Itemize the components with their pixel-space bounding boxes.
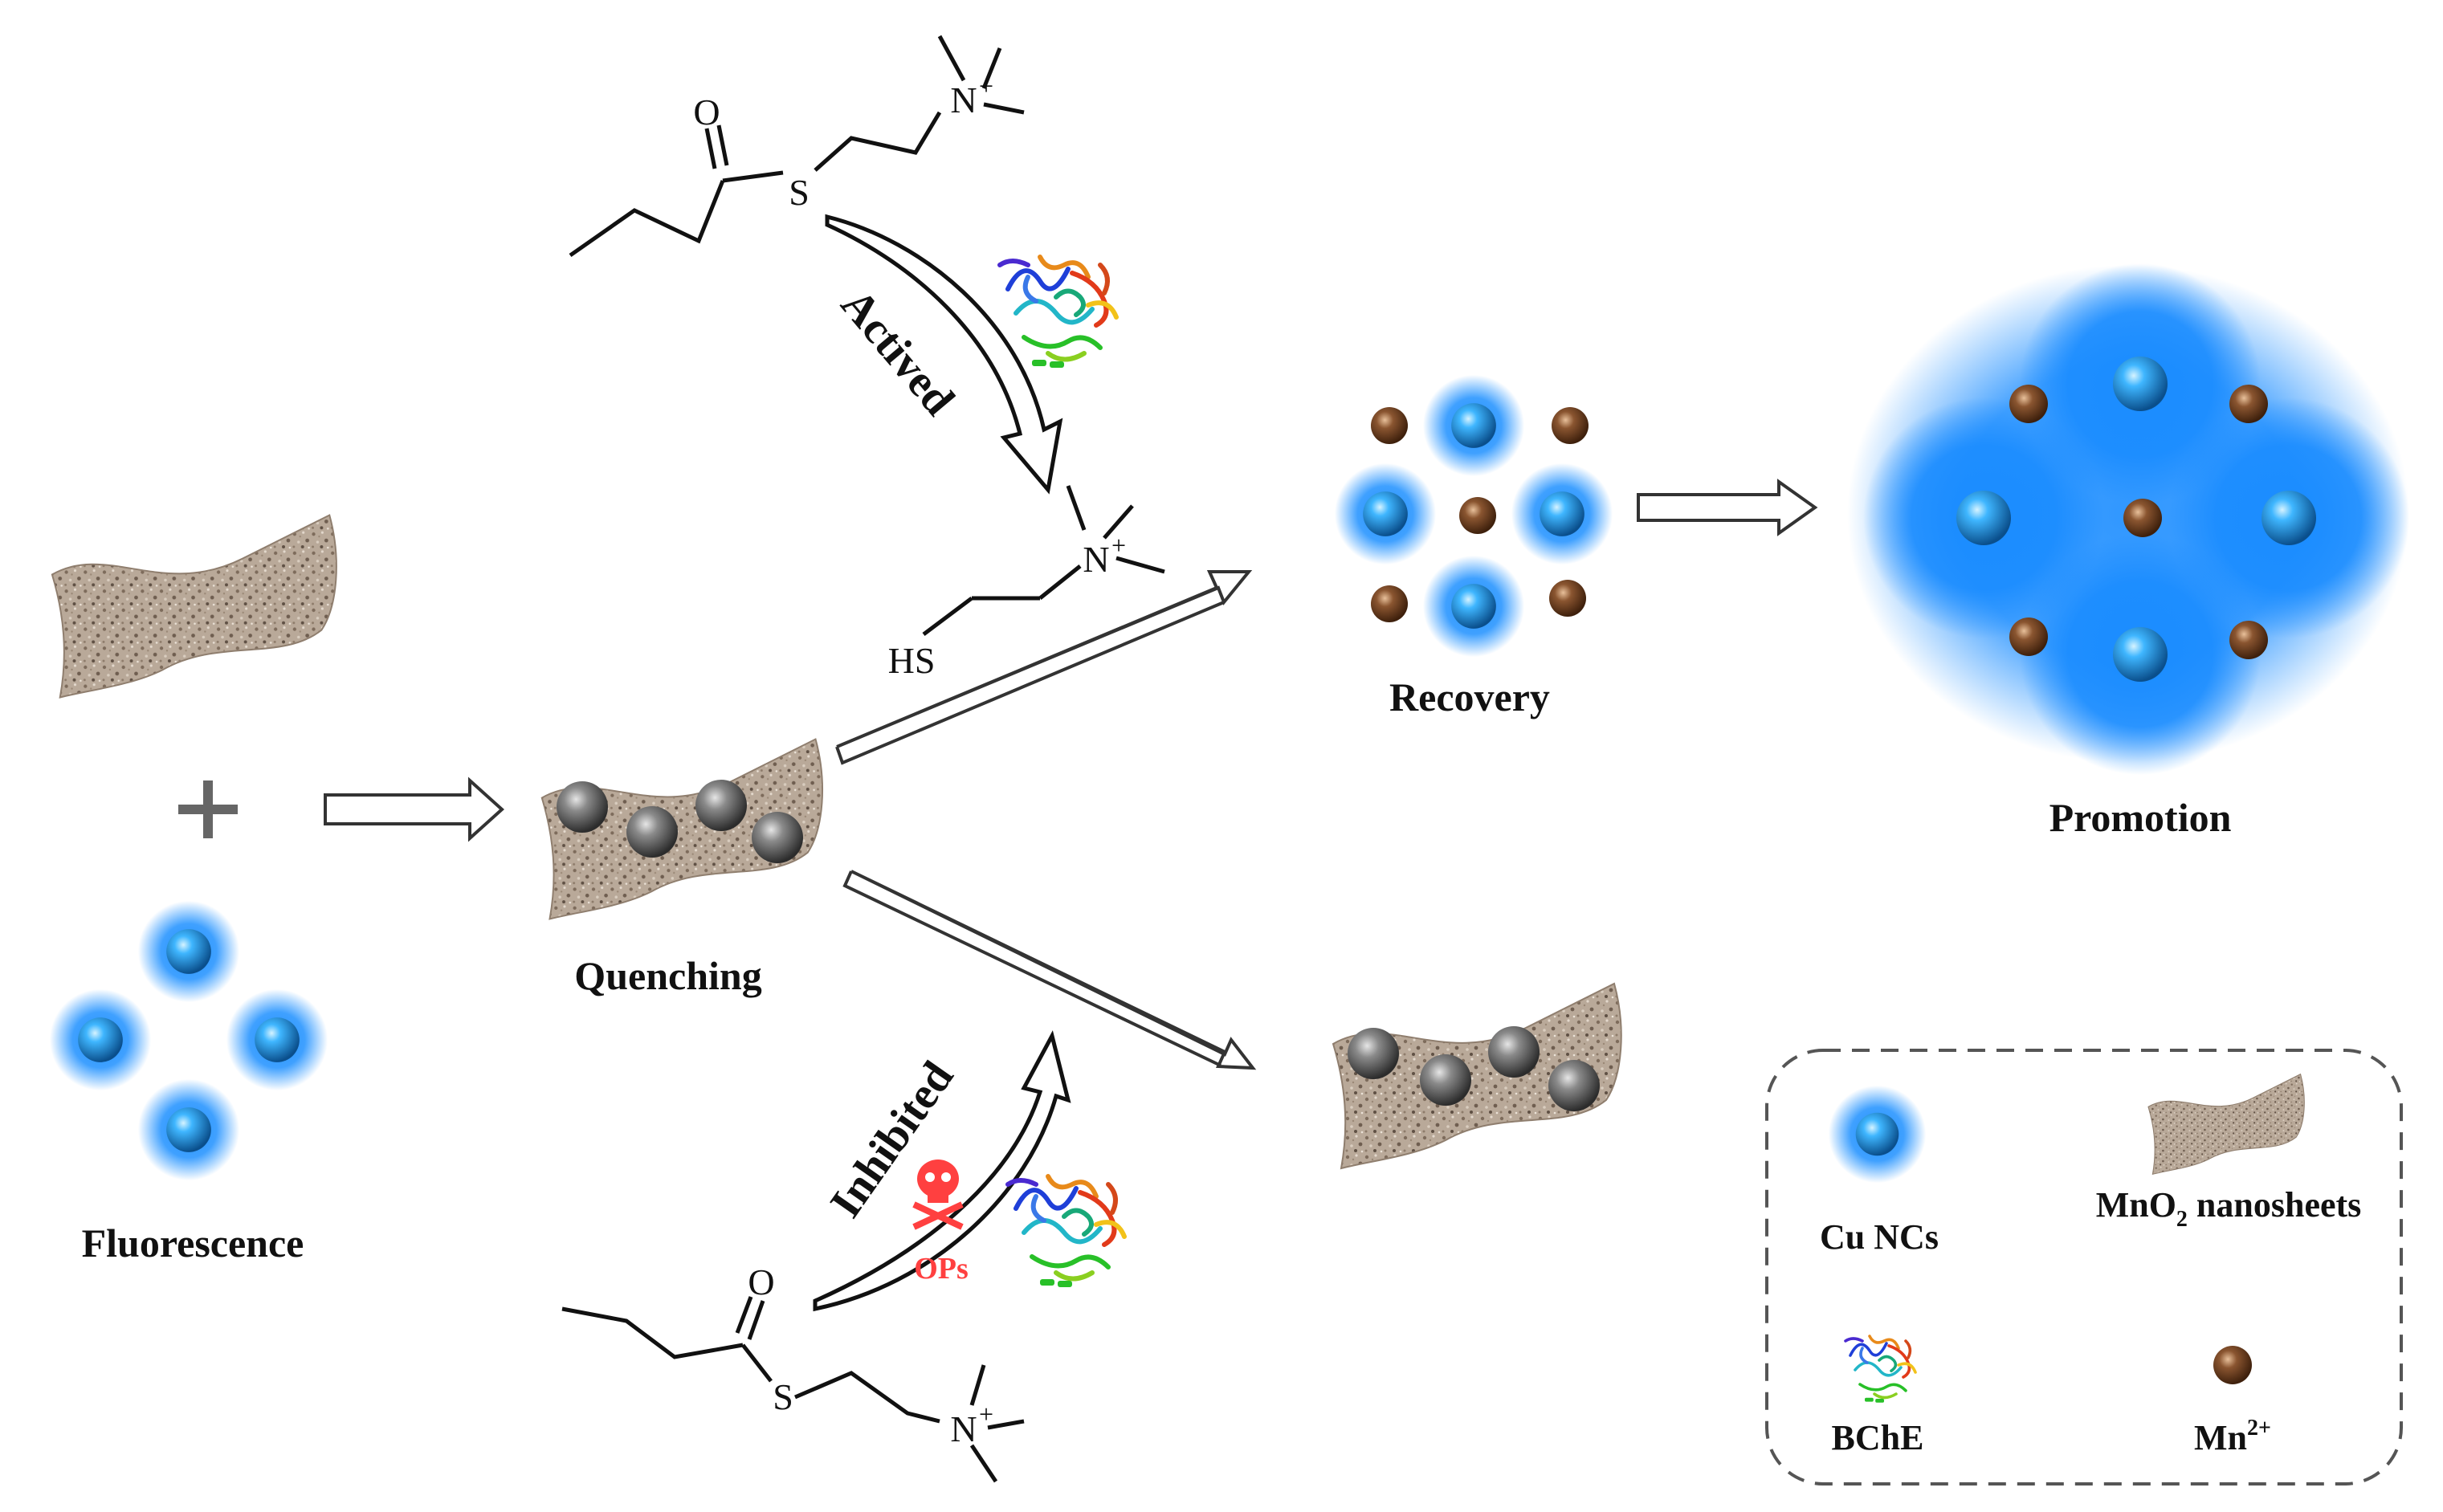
mn-ion-icon: [2213, 1346, 2252, 1384]
nitrogen-atom: N: [950, 1408, 977, 1449]
legend-box: [1765, 1049, 2403, 1486]
nitrogen-atom: N: [1083, 539, 1109, 580]
cu-nanocluster-icon: [1828, 1085, 1927, 1184]
bche-enzyme-icon: [1844, 1335, 1917, 1404]
cu-nanocluster-icon: [137, 1078, 240, 1181]
recovery-cluster: [1334, 374, 1613, 658]
mn-ion-icon: [1549, 580, 1586, 617]
cu-nanocluster-icon: [49, 988, 152, 1091]
hollow-arrow-icon: [1637, 479, 1818, 536]
cu-nanocluster-icon: [1334, 463, 1437, 565]
mn-ion-icon: [2009, 385, 2048, 423]
butyrylthiocholine-bottom: [561, 1296, 1025, 1483]
mn-ion-icon: [1371, 585, 1408, 622]
mno2-nanosheet-icon: [2147, 1074, 2305, 1175]
cu-nanocluster-icon: [2113, 627, 2168, 682]
cu-nanocluster-icon: [1422, 374, 1525, 477]
legend-mn: Mn2+: [2194, 1416, 2271, 1457]
cu-nanocluster-icon: [137, 900, 240, 1003]
mn-ion-icon: [2229, 385, 2268, 423]
oxygen-atom: O: [693, 92, 720, 132]
hollow-arrow-icon: [324, 776, 504, 842]
plus-charge: +: [979, 71, 993, 100]
thiol-group: HS: [888, 640, 936, 681]
hollow-arrow-icon: [835, 570, 1253, 765]
ops-label: OPs: [914, 1252, 969, 1286]
thiocholine: [922, 485, 1165, 636]
nitrogen-atom: N: [950, 79, 977, 120]
mn-ion-icon: [2009, 617, 2048, 656]
quenched-np: [557, 781, 608, 833]
curved-arrow-icon: [813, 1030, 1071, 1312]
plus-charge: +: [1111, 531, 1126, 560]
bche-enzyme-icon: [1008, 1176, 1124, 1287]
quenched-np: [1420, 1054, 1471, 1106]
quenched-np: [695, 780, 747, 831]
cu-nanocluster-icon: [1511, 463, 1613, 565]
promotion-cluster: [1847, 263, 2409, 775]
promotion-label: Promotion: [2049, 795, 2232, 840]
quenched-np: [752, 812, 803, 863]
hollow-arrow-icon: [842, 870, 1257, 1070]
cu-nanocluster-icon: [226, 988, 328, 1091]
quenched-nps: [557, 780, 803, 863]
legend-bche: BChE: [1832, 1418, 1924, 1457]
mn-ion-icon: [1371, 407, 1408, 444]
sulfur-atom: S: [773, 1376, 793, 1417]
sulfur-atom: S: [789, 172, 810, 213]
cu-nanocluster-icon: [2113, 357, 2168, 411]
cu-nanocluster-icon: [1422, 555, 1525, 658]
plus-icon: [178, 780, 238, 838]
mn-ion-icon: [2229, 621, 2268, 659]
recovery-label: Recovery: [1389, 674, 1550, 719]
cu-nanocluster-icon: [2262, 491, 2316, 545]
quenched-np: [1348, 1028, 1399, 1079]
quenched-nps-lower: [1348, 1026, 1600, 1111]
quenched-np: [626, 806, 678, 858]
bche-enzyme-icon: [1000, 257, 1116, 368]
mn-ion-icon: [1459, 497, 1496, 534]
oxygen-atom: O: [748, 1261, 774, 1302]
skull-icon: [912, 1159, 964, 1230]
mno2-nanosheet-icon: [51, 514, 337, 699]
curved-arrow-icon: [825, 214, 1063, 495]
quenched-np: [1548, 1060, 1600, 1111]
legend-mno2: MnO2 nanosheets: [2096, 1185, 2362, 1232]
mn-ion-icon: [1552, 407, 1589, 444]
quenched-np: [1488, 1026, 1540, 1078]
cu-ncs-group-left: [49, 900, 328, 1181]
legend-cu-ncs: Cu NCs: [1820, 1217, 1939, 1257]
cu-nanocluster-icon: [1956, 491, 2011, 545]
quenching-label: Quenching: [574, 953, 761, 998]
butyrylthiocholine-top: [569, 35, 1025, 258]
mn-ion-icon: [2123, 499, 2162, 537]
plus-charge: +: [979, 1400, 993, 1428]
fluorescence-label: Fluorescence: [82, 1221, 304, 1265]
